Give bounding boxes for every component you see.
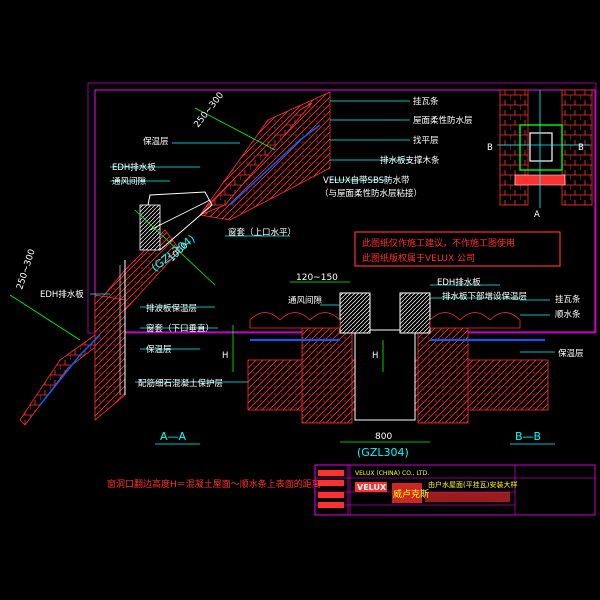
bb-frame-right	[399, 292, 431, 334]
label-section-a-a: A—A	[160, 430, 187, 443]
label-window-sill-upper: 窗套（上口水平）	[228, 227, 296, 238]
label-velux-sbs-sub: （与屋面柔性防水层粘接）	[320, 188, 422, 199]
label-company-cn: 威卢克斯	[393, 488, 429, 500]
label-h-left: H	[222, 351, 228, 361]
bb-frame-left	[339, 292, 371, 334]
label-dim-250-left: 250~300	[15, 248, 38, 291]
label-tile-strip: 挂瓦条	[555, 294, 581, 305]
label-drainage-strip: 排水板支撑木条	[380, 155, 440, 166]
label-edh-board-1: EDH排水板	[112, 162, 156, 173]
label-notice-1: 此图纸仅作施工建议，不作施工图使用	[362, 237, 515, 249]
dim-line-250-top	[194, 107, 276, 151]
notice-box	[354, 231, 561, 267]
insulation-line-upper	[229, 124, 321, 206]
bb-wall-left	[301, 327, 353, 424]
label-counter-batten: 顺水条	[555, 309, 581, 320]
detail-wall-right	[561, 89, 593, 206]
bb-opening	[354, 329, 416, 421]
label-dim-250-top: 250~300	[192, 90, 226, 129]
window-glass	[139, 204, 161, 251]
label-ventilation: 通风间隙	[112, 176, 147, 187]
detail-window	[519, 124, 563, 171]
bb-tiles-left	[249, 312, 341, 329]
label-mark-b-left: B	[487, 143, 493, 153]
detail-window-inner	[529, 132, 553, 162]
section-b-b	[232, 281, 555, 443]
label-mark-a: A	[534, 210, 540, 220]
label-bottom-note: 窗洞口翻边高度H＝混凝土屋面～顺水条上表面的距离	[107, 478, 321, 490]
roof-slope-tiles-upper	[199, 102, 313, 216]
label-section-b-b: B—B	[515, 430, 541, 443]
label-notice-2: 此图纸版权属于VELUX 公司	[362, 252, 475, 264]
label-support: 找平层	[413, 135, 439, 146]
label-insulation-left: 保温层	[146, 344, 172, 355]
label-h-right: H	[372, 351, 378, 361]
label-tile: 挂瓦条	[413, 96, 439, 107]
section-a-a	[9, 91, 331, 426]
label-subtitle: VELUX (CHINA) CO., LTD.	[355, 470, 429, 477]
title-block	[314, 464, 596, 516]
roof-concrete-lower	[94, 294, 126, 421]
label-mark-b-right: B	[578, 143, 584, 153]
dim-line-250-left	[9, 294, 81, 341]
label-waterproof: 屋面柔性防水层	[413, 115, 473, 126]
insulation-line-lower	[39, 334, 101, 406]
label-edh-board-3: EDH排水板	[437, 277, 481, 288]
label-insulation-right: 保温层	[558, 348, 584, 359]
detail-plan	[497, 89, 593, 208]
label-company: VELUX	[357, 483, 387, 492]
label-dim-800: 800	[375, 432, 392, 442]
bb-wall-right	[417, 327, 469, 424]
label-dim-120: 120~150	[296, 273, 338, 283]
label-model-right: (GZL304)	[357, 446, 409, 459]
label-edh-board-2: EDH排水板	[40, 289, 84, 300]
title-stamp-area	[314, 464, 349, 516]
label-insulation-top: 保温层	[143, 136, 169, 147]
label-fine-concrete: 配筋细石混凝土保护层	[138, 378, 223, 389]
window-line-1	[149, 199, 211, 231]
label-flashing-insulation: 排波板保温层	[146, 303, 197, 314]
label-window-sill-lower: 窗套（下口垂直）	[146, 323, 214, 334]
bb-tiles-right	[429, 312, 521, 329]
detail-wall-left	[499, 89, 529, 206]
label-drain-insulation: 排水板下部增设保温层	[442, 291, 527, 302]
label-drawing-title: 由户水屋面(平挂瓦)安装大样	[428, 480, 517, 489]
label-vent-gap: 通风间隙	[288, 295, 323, 306]
label-velux-sbs: VELUX自带SBS防水带	[323, 175, 410, 186]
dim-line-1000	[134, 209, 216, 286]
